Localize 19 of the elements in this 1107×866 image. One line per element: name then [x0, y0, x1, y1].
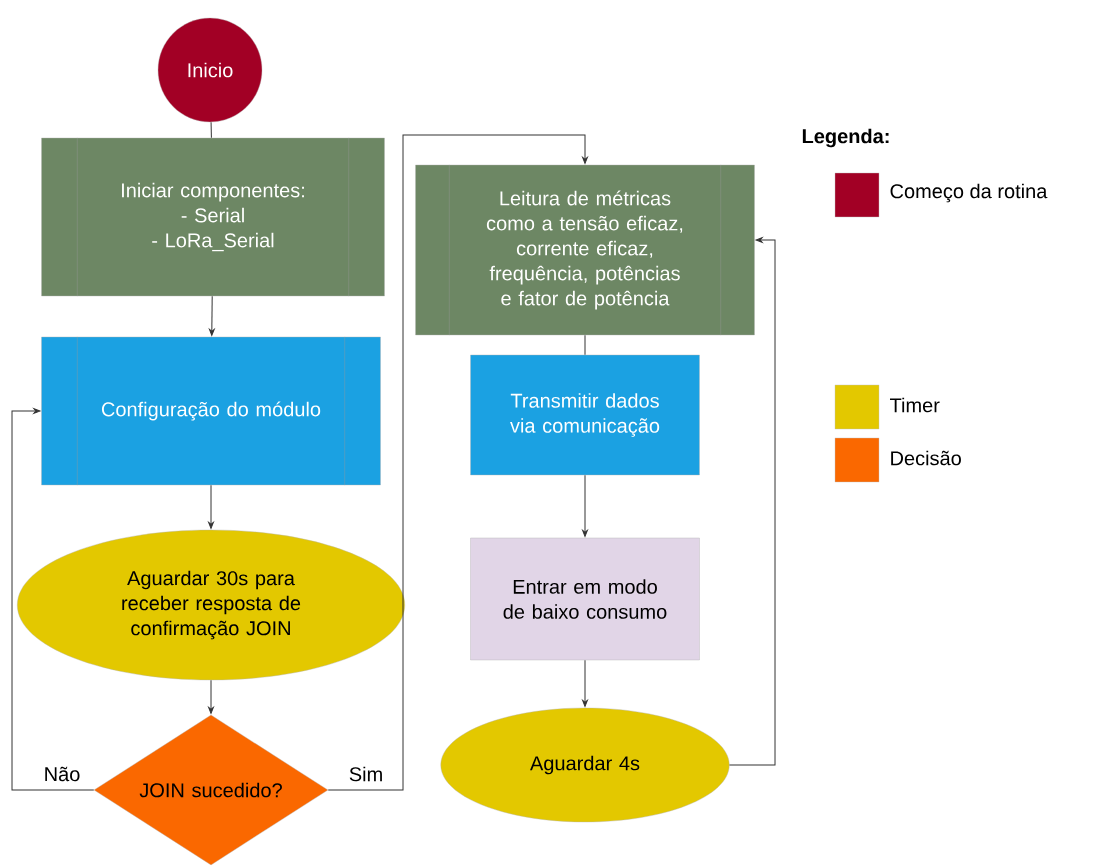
- arrow: [11, 408, 95, 791]
- legend-text: Decisão: [891, 450, 961, 466]
- edge-label: Sim: [347, 765, 385, 783]
- process-box: Leitura de métricas como a tensão eficaz, corrente eficaz, frequência, potências e fator de potência: [415, 164, 755, 336]
- arrow: [208, 679, 214, 714]
- arrow: [582, 474, 588, 537]
- legend-title: Legenda:: [802, 128, 889, 148]
- arrow: [582, 659, 588, 707]
- legend-text: Começo da rotina: [890, 183, 1048, 203]
- process-box: Configuração do módulo: [41, 336, 381, 486]
- legend-text: Timer: [890, 397, 940, 413]
- process-box: Entrar em modo de baixo consumo: [470, 537, 700, 661]
- arrow: [209, 295, 215, 336]
- edge-label: Não: [42, 765, 82, 783]
- process-box: Transmitir dados via comunicação: [470, 354, 700, 476]
- process-box: Iniciar componentes: - Serial - LoRa_Serial: [41, 137, 385, 297]
- arrow: [327, 134, 588, 791]
- arrow: [208, 484, 214, 529]
- arrow: [728, 237, 776, 766]
